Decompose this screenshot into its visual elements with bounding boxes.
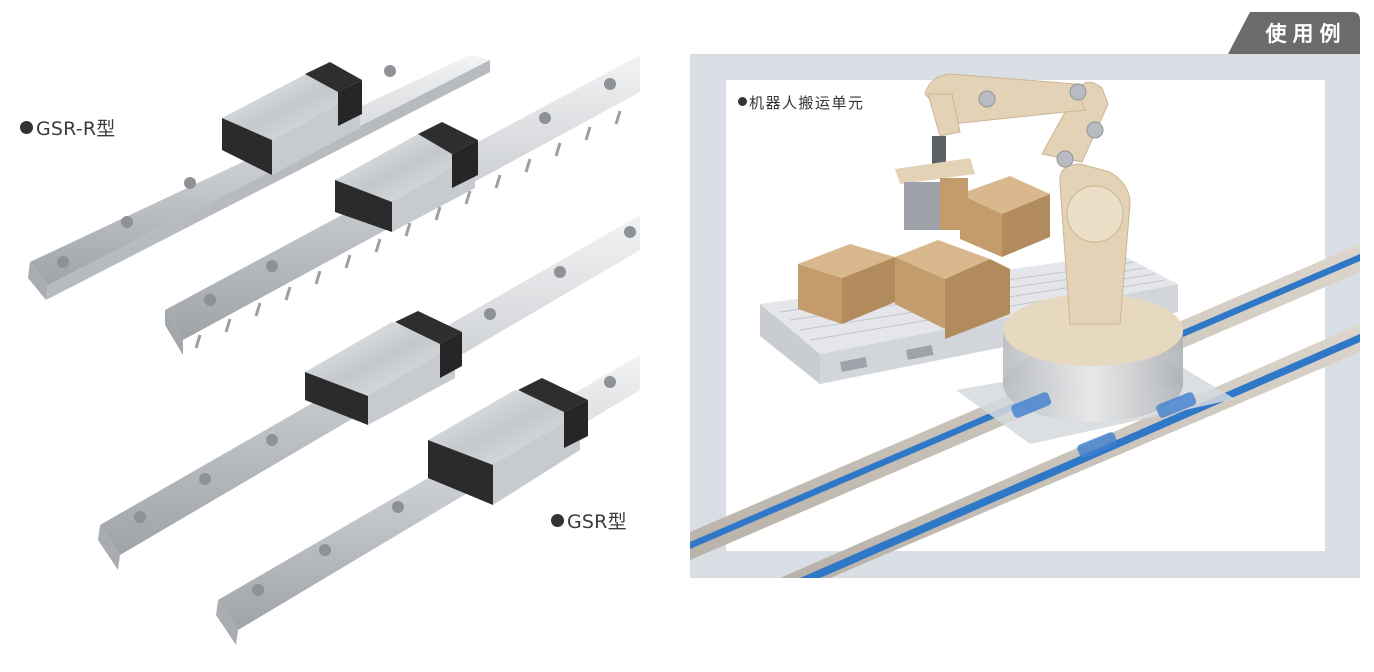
usage-example-panel: 机器人搬运单元: [690, 54, 1360, 578]
robot-arm: [924, 73, 1131, 325]
rail-gsr-r-rack: [165, 55, 640, 355]
rail-gsr-2: [216, 355, 640, 645]
robot-base: [956, 294, 1235, 458]
usage-example-caption-text: 机器人搬运单元: [749, 94, 865, 112]
robot-transfer-unit-illustration: [690, 73, 1360, 578]
bullet-icon: [551, 514, 564, 527]
product-label-gsr: GSR型: [551, 507, 627, 534]
rail-gsr-r: [28, 55, 490, 300]
rail-gsr-1: [98, 215, 640, 570]
product-label-gsr-r: GSR-R型: [20, 114, 115, 141]
linear-guide-product-illustration: [0, 0, 680, 668]
bullet-icon: [20, 121, 33, 134]
usage-example-tab-label: 使用例: [1265, 22, 1347, 46]
linear-guide-rails-graphic: [28, 55, 640, 645]
cardboard-boxes: [798, 176, 1050, 339]
product-label-text: GSR-R型: [36, 118, 116, 140]
bullet-icon: [738, 97, 747, 106]
usage-example-tab: 使用例: [1228, 12, 1360, 54]
usage-example-caption: 机器人搬运单元: [738, 92, 865, 113]
robot-gripper: [895, 136, 975, 230]
tab-shape: [1228, 12, 1360, 54]
product-label-text: GSR型: [567, 511, 627, 533]
